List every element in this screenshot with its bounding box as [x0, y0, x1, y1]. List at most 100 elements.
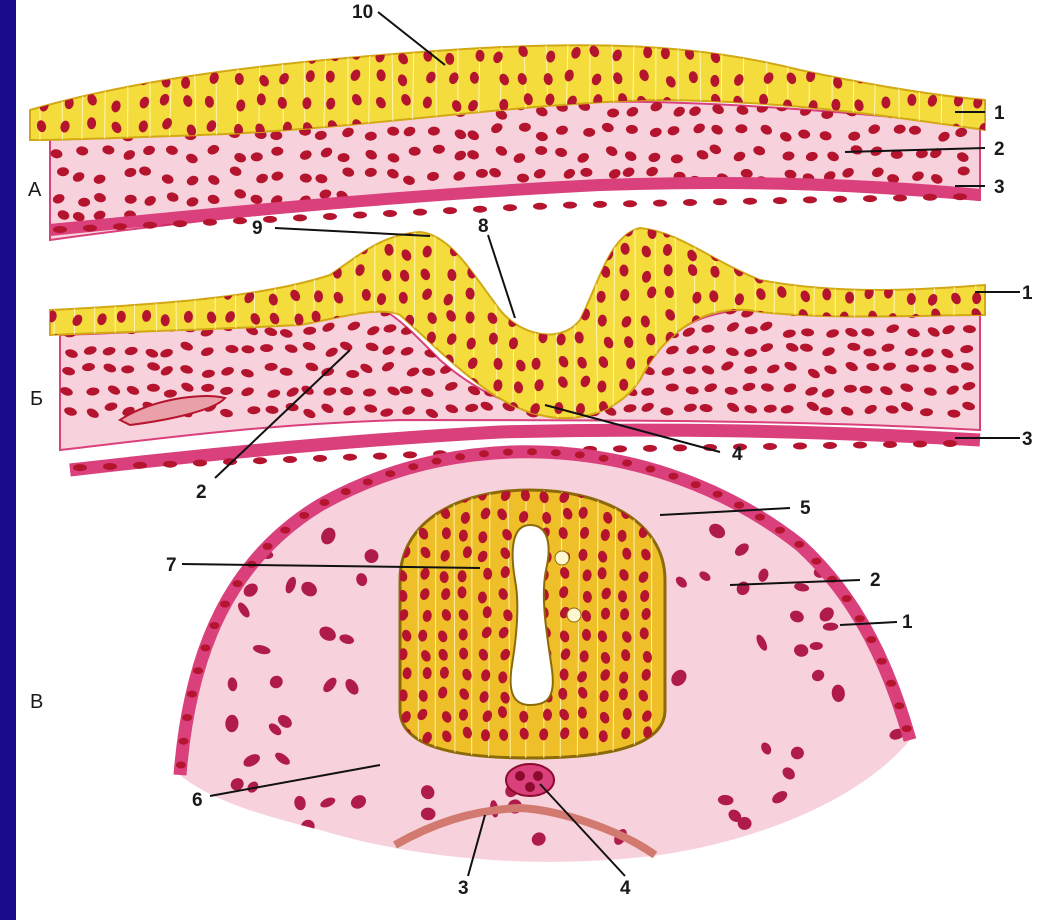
cell-nucleus	[187, 691, 197, 698]
cell-nucleus	[203, 219, 217, 226]
cell-nucleus	[268, 245, 281, 260]
cell-nucleus	[341, 488, 351, 495]
cell-nucleus	[111, 74, 123, 88]
cell-nucleus	[160, 49, 173, 64]
cell-nucleus	[136, 286, 149, 300]
cell-nucleus	[775, 212, 789, 225]
cell-nucleus	[375, 224, 387, 238]
cell-nucleus	[512, 226, 523, 239]
cell-nucleus	[907, 94, 916, 106]
cell-nucleus	[903, 244, 914, 258]
neural-tube-dividing-cell	[567, 608, 581, 622]
cell-nucleus	[119, 265, 128, 277]
label-1-c: 1	[902, 612, 913, 633]
cell-nucleus	[481, 729, 490, 741]
label-1-b: 1	[1022, 283, 1033, 304]
cell-nucleus	[877, 658, 887, 665]
cell-nucleus	[177, 244, 189, 258]
cell-nucleus	[69, 264, 80, 278]
cell-nucleus	[52, 290, 62, 302]
label-8: 8	[478, 216, 489, 237]
cell-nucleus	[566, 288, 580, 298]
cell-nucleus	[533, 203, 547, 210]
cell-nucleus	[969, 267, 981, 281]
cell-nucleus	[143, 222, 157, 229]
cell-nucleus	[516, 266, 525, 278]
cell-nucleus	[343, 454, 357, 461]
cell-nucleus	[53, 226, 67, 233]
cell-nucleus	[91, 285, 103, 299]
cell-nucleus	[68, 245, 82, 260]
cell-nucleus	[399, 689, 408, 701]
cell-nucleus	[555, 225, 568, 239]
label-1-a: 1	[994, 103, 1005, 124]
cell-nucleus	[949, 48, 962, 63]
cell-nucleus	[248, 507, 264, 525]
cell-nucleus	[51, 265, 60, 277]
cell-nucleus	[642, 188, 657, 202]
label-9: 9	[252, 218, 263, 239]
cell-nucleus	[906, 225, 918, 239]
cell-nucleus	[521, 289, 534, 297]
cell-nucleus	[800, 244, 811, 257]
cell-nucleus	[956, 211, 969, 221]
cell-nucleus	[531, 242, 544, 257]
cell-nucleus	[92, 76, 102, 89]
cell-nucleus	[87, 50, 98, 63]
cell-nucleus	[470, 248, 481, 262]
cell-nucleus	[47, 399, 56, 411]
cell-nucleus	[226, 226, 236, 239]
cell-nucleus	[455, 453, 465, 460]
cell-nucleus	[735, 246, 747, 260]
cell-nucleus	[888, 222, 899, 235]
cell-nucleus	[310, 245, 319, 257]
cell-nucleus	[283, 456, 297, 463]
cell-nucleus	[209, 622, 219, 629]
cell-nucleus	[535, 289, 545, 302]
cell-nucleus	[923, 73, 937, 88]
cell-nucleus	[579, 242, 592, 257]
cell-nucleus	[493, 218, 507, 229]
label-2-a: 2	[994, 139, 1005, 160]
cell-nucleus	[975, 72, 988, 87]
cell-nucleus	[231, 46, 243, 60]
cell-nucleus	[816, 220, 828, 234]
cell-nucleus	[866, 219, 877, 233]
cell-nucleus	[943, 440, 957, 447]
cell-nucleus	[408, 463, 418, 470]
cell-nucleus	[287, 241, 300, 255]
cell-nucleus	[906, 71, 916, 84]
cell-nucleus	[842, 595, 852, 602]
cell-nucleus	[93, 246, 106, 261]
cell-nucleus	[313, 455, 327, 462]
label-3-c: 3	[458, 878, 469, 899]
cell-nucleus	[47, 377, 60, 392]
cell-nucleus	[951, 264, 964, 279]
cell-nucleus	[645, 466, 655, 473]
cell-nucleus	[833, 196, 847, 203]
cell-nucleus	[242, 283, 256, 293]
cell-nucleus	[133, 45, 143, 58]
cell-nucleus	[881, 497, 900, 510]
cell-nucleus	[319, 499, 329, 506]
cell-nucleus	[855, 615, 865, 622]
cell-nucleus	[782, 47, 796, 62]
cell-nucleus	[73, 464, 87, 471]
cell-nucleus	[95, 268, 107, 282]
label-10: 10	[352, 2, 373, 23]
cell-nucleus	[774, 249, 783, 261]
cell-nucleus	[866, 245, 877, 258]
cell-nucleus	[666, 214, 679, 224]
cell-nucleus	[541, 303, 554, 312]
cell-nucleus	[811, 558, 821, 565]
cell-nucleus	[823, 217, 837, 230]
cell-nucleus	[733, 44, 743, 57]
cell-nucleus	[775, 527, 785, 534]
cell-nucleus	[109, 47, 119, 59]
cell-nucleus	[668, 473, 678, 480]
cell-nucleus	[473, 206, 487, 213]
cell-nucleus	[952, 71, 963, 84]
cell-nucleus	[238, 528, 253, 546]
cell-nucleus	[794, 541, 804, 548]
